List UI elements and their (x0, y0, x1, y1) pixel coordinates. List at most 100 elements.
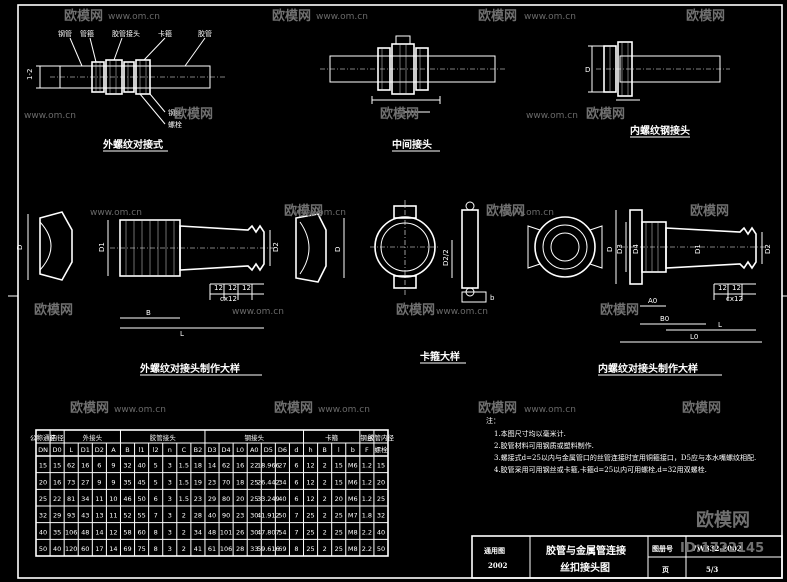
table-cell: 34 (81, 495, 89, 503)
table-cell: 8 (294, 545, 298, 553)
table-cell: 6 (154, 495, 158, 503)
callout-hose-connector: 胶管接头 (112, 29, 140, 38)
table-cell: 59.616 (257, 545, 280, 553)
table-cell: 29 (208, 495, 216, 503)
table-cell: 23 (194, 495, 202, 503)
callout-clamp: 卡箍 (158, 29, 172, 38)
outer-dim-D1: D1 (98, 242, 106, 252)
view1-dim-label: 1-2 (26, 69, 34, 80)
table-cell: 14 (109, 545, 117, 553)
watermark-url: www.om.cn (232, 307, 284, 317)
table-cell: 15 (39, 462, 47, 470)
inner-dim-pitch: 12 (718, 284, 727, 292)
table-cell: 18.966 (257, 462, 280, 470)
table-cell: 69 (123, 545, 131, 553)
table-cell: 3 (168, 462, 172, 470)
table-cell: 34 (194, 528, 202, 536)
watermark-brand: 欧模网 (600, 302, 639, 318)
table-sub-header: A (111, 446, 116, 454)
clamp-dim-D: D (334, 247, 342, 252)
table-cell: 20 (236, 495, 244, 503)
watermark-brand-large: 欧模网 (696, 509, 750, 531)
table-cell: 11 (95, 495, 103, 503)
watermark-brand: 欧模网 (174, 106, 213, 122)
table-cell: 81 (67, 495, 75, 503)
table-cell: 52 (123, 512, 131, 520)
inner-dim-pitch-2: 12 (732, 284, 741, 292)
table-cell: 40 (39, 528, 47, 536)
table-group-header: 钢接头 (244, 433, 264, 442)
tb-title-line-1: 胶管与金属管连接 (546, 544, 626, 557)
table-cell: 27 (81, 478, 89, 486)
watermark-url: www.om.cn (526, 111, 578, 121)
watermark-layer: 欧模网 欧模网 欧模网 欧模网 www.om.cn www.om.cn www.… (24, 8, 764, 556)
outer-dim-pitch-2: 12 (228, 284, 237, 292)
table-cell: 22 (53, 495, 61, 503)
table-cell: 33.249 (257, 495, 280, 503)
table-sub-header: B (125, 446, 129, 454)
table-sub-header: C (182, 446, 187, 454)
view-inner-thread-joint (588, 41, 730, 101)
inner-dim-D2: D2 (764, 244, 772, 254)
table-cell: 90 (222, 512, 230, 520)
table-cell: 5 (154, 462, 158, 470)
table-cell: 26 (236, 528, 244, 536)
caption-outer-thread-joint: 外螺纹对接式 (102, 138, 163, 151)
table-cell: 12 (306, 495, 314, 503)
clamp-dim-b: b (490, 294, 495, 302)
table-cell: 45 (137, 478, 145, 486)
drawing-frame (17, 4, 783, 579)
table-cell: 7 (154, 512, 158, 520)
callout-steel-pipe: 钢管 (58, 29, 72, 38)
outer-dim-cx12: cx12 (220, 295, 237, 303)
clamp-dim-D2: D2/2 (442, 249, 450, 266)
table-cell: 15 (335, 478, 343, 486)
table-cell: 12 (306, 478, 314, 486)
inner-dim-B0: B0 (660, 315, 669, 323)
table-cell: 17 (95, 545, 103, 553)
watermark-brand: 欧模网 (34, 302, 73, 318)
notes-title: 注： (486, 416, 500, 425)
caption-inner-detail: 内螺纹对接头制作大样 (598, 362, 698, 375)
table-cell: 93 (67, 512, 75, 520)
table-cell: 80 (222, 495, 230, 503)
table-sub-header: DN (38, 446, 48, 454)
table-cell: 3 (168, 495, 172, 503)
table-sub-header: l1 (139, 446, 145, 454)
watermark-brand: 欧模网 (274, 400, 313, 416)
table-cell: 50 (39, 545, 47, 553)
table-sub-header: l2 (153, 446, 159, 454)
table-cell: 58 (123, 528, 131, 536)
table-sub-header: n (168, 446, 172, 454)
table-cell: 13 (95, 512, 103, 520)
table-cell: 40 (208, 512, 216, 520)
table-cell: 6 (294, 478, 298, 486)
watermark-brand: 欧模网 (690, 203, 729, 219)
table-cell: 16 (81, 462, 89, 470)
table-cell: 43 (81, 512, 89, 520)
table-cell: 1.5 (179, 462, 189, 470)
table-cell: 2 (182, 528, 186, 536)
table-sub-header: F (365, 446, 369, 454)
callout-steel-wire: 钢丝 (168, 108, 182, 117)
watermark-brand: 欧模网 (478, 8, 517, 24)
watermark-brand: 欧模网 (70, 400, 109, 416)
table-cell: 32 (123, 462, 131, 470)
table-cell: 40 (377, 528, 385, 536)
watermark-brand: 欧模网 (486, 203, 525, 219)
table-cell: 101 (220, 528, 232, 536)
table-cell: 54 (278, 528, 286, 536)
table-sub-header: B2 (194, 446, 203, 454)
table-cell: M6 (348, 462, 358, 470)
table-sub-header: h (308, 446, 312, 454)
table-cell: 106 (65, 528, 77, 536)
table-cell: 41.912 (257, 512, 280, 520)
table-cell: 16 (236, 462, 244, 470)
inner-dim-D: D (606, 247, 614, 252)
table-cell: 2 (323, 528, 327, 536)
table-cell: 28 (194, 512, 202, 520)
table-cell: 40 (137, 462, 145, 470)
table-cell: 12 (109, 528, 117, 536)
watermark-brand: 欧模网 (586, 106, 625, 122)
